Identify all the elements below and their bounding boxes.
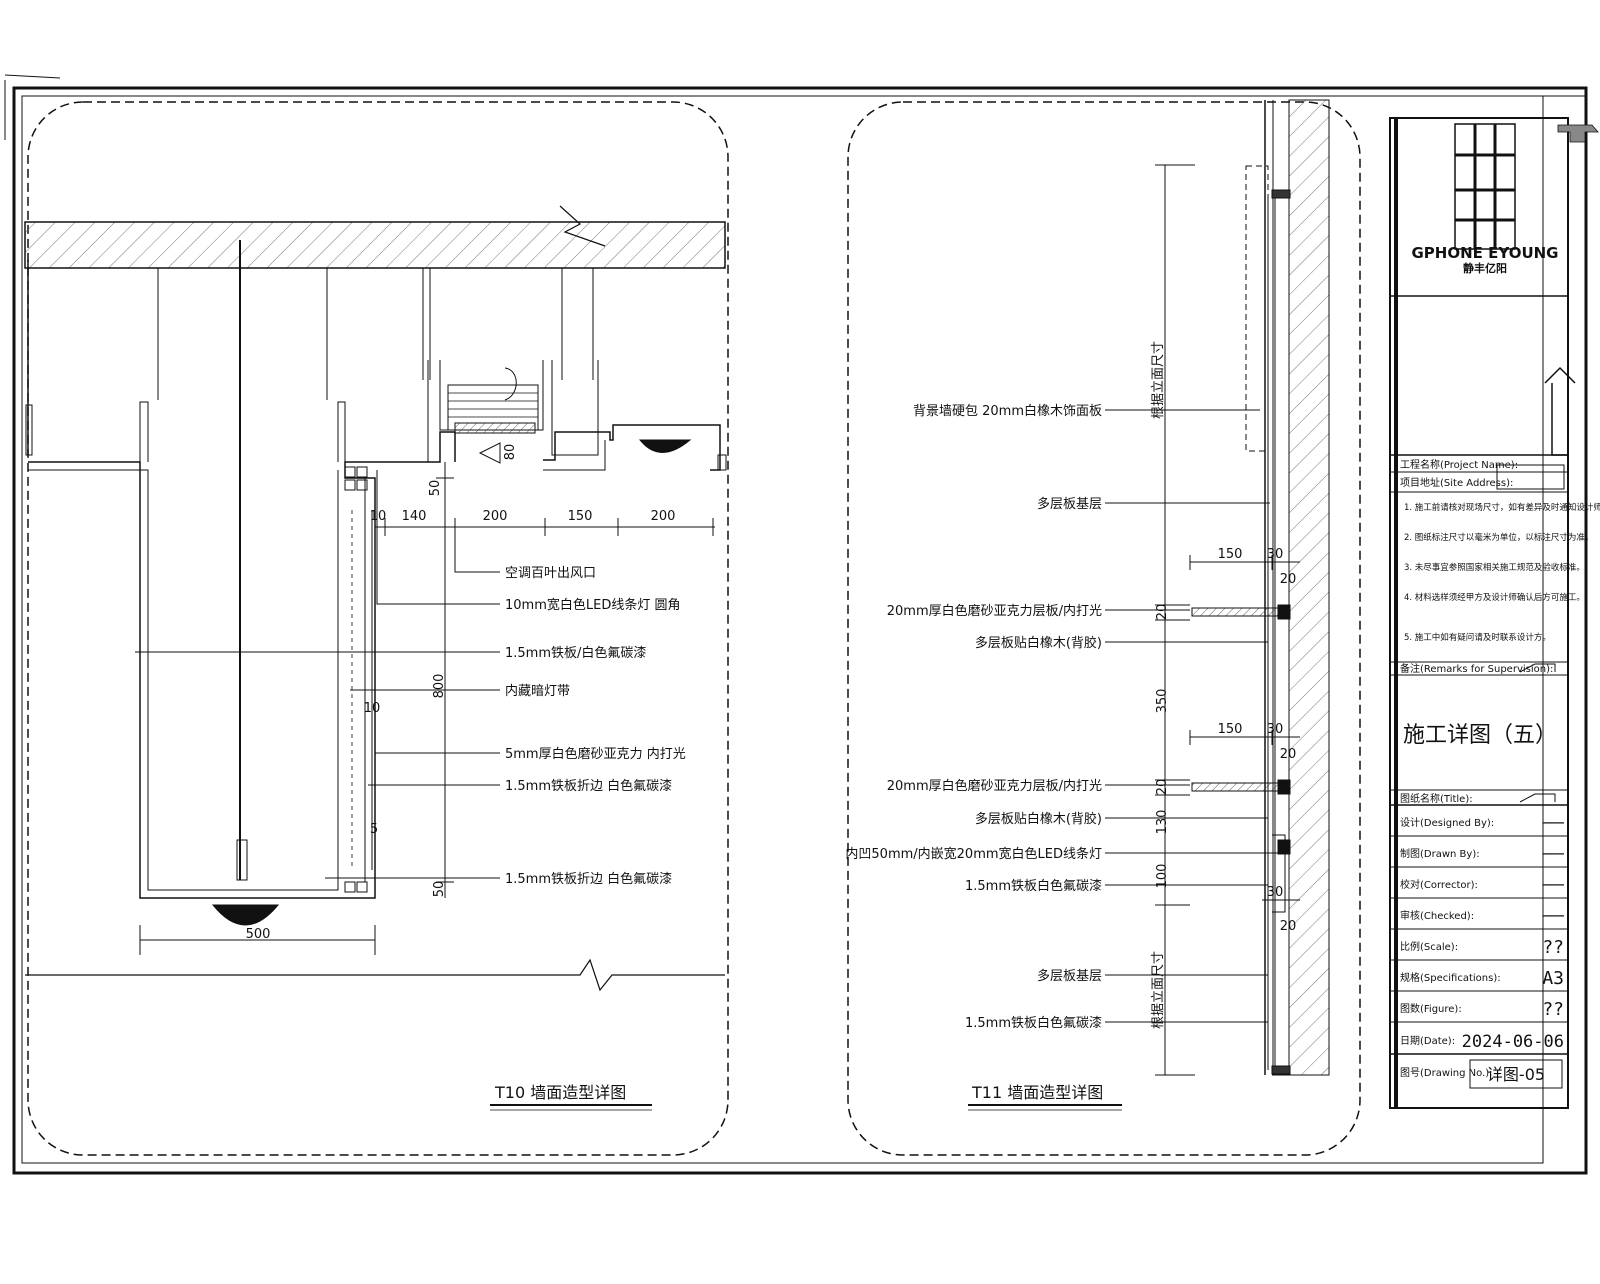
dim-h-30a: 30	[1267, 547, 1284, 562]
dim-vertical-350: 350	[1155, 689, 1170, 714]
remarks-label: 备注(Remarks for Supervision):	[1400, 662, 1553, 675]
dim-side-10: 10	[364, 701, 381, 716]
title-block-text: GPHONE EYOUNG 静丰亿阳 工程名称(Project Name): 项…	[1400, 244, 1600, 1084]
left-annotation: 内藏暗灯带	[505, 683, 570, 699]
dim-vertical-20a: 20	[1155, 604, 1170, 621]
right-annotation: 1.5mm铁板白色氟碳漆	[965, 1015, 1102, 1031]
left-annotation: 空调百叶出风口	[505, 566, 596, 581]
right-annotation: 20mm厚白色磨砂亚克力层板/内打光	[887, 778, 1102, 794]
dim-side-800: 800	[432, 674, 447, 699]
row-value: 2024-06-06	[1462, 1032, 1564, 1052]
left-section-drawing	[24, 205, 727, 1111]
project-name-label: 工程名称(Project Name):	[1400, 458, 1518, 471]
dim-vertical-bottom: 根据立面尺寸	[1151, 951, 1166, 1029]
drawing-name-label: 图纸名称(Title):	[1400, 792, 1473, 805]
dim-top-10: 10	[370, 509, 387, 524]
left-annotation: 5mm厚白色磨砂亚克力 内打光	[505, 746, 686, 762]
right-annotations: 背景墙硬包 20mm白橡木饰面板 多层板基层 20mm厚白色磨砂亚克力层板/内打…	[845, 403, 1103, 1102]
left-annotation: 1.5mm铁板折边 白色氟碳漆	[505, 778, 672, 794]
right-annotation: 多层板基层	[1037, 496, 1102, 512]
dim-h-20b: 20	[1280, 747, 1297, 762]
dim-top-200a: 200	[483, 509, 508, 524]
project-address-label: 项目地址(Site Address):	[1400, 476, 1513, 489]
row-value: ——	[1542, 874, 1564, 895]
logo-cn: 静丰亿阳	[1463, 261, 1507, 275]
dim-side-5: 5	[370, 822, 378, 837]
note-line: 1. 施工前请核对现场尺寸，如有差异及时通知设计师。	[1404, 502, 1600, 513]
row-value: A3	[1542, 968, 1564, 989]
row-value: ——	[1542, 843, 1564, 864]
note-line: 3. 未尽事宜参照国家相关施工规范及验收标准。	[1404, 562, 1585, 573]
left-dimension-labels: 50 10 140 200 150 200 80 800 10 5 50 500	[246, 444, 676, 942]
left-annotation: 1.5mm铁板折边 白色氟碳漆	[505, 871, 672, 887]
left-view-frame	[27, 101, 729, 1156]
dim-vertical-130: 130	[1155, 810, 1170, 835]
note-line: 4. 材料选样须经甲方及设计师确认后方可施工。	[1404, 592, 1585, 603]
right-annotation: 多层板基层	[1037, 968, 1102, 984]
right-annotation: 内凹50mm/内嵌宽20mm宽白色LED线条灯	[845, 846, 1102, 862]
dim-h-20a: 20	[1280, 572, 1297, 587]
drawing-no: 详图-05	[1487, 1065, 1545, 1084]
note-line: 5. 施工中如有疑问请及时联系设计方。	[1404, 632, 1551, 643]
dim-bottom-500: 500	[246, 927, 271, 942]
dim-top-150: 150	[568, 509, 593, 524]
dim-vertical-top: 根据立面尺寸	[1151, 341, 1166, 419]
title-block	[1389, 117, 1599, 1109]
dim-h-20c: 20	[1280, 919, 1297, 934]
right-annotation: 20mm厚白色磨砂亚克力层板/内打光	[887, 603, 1102, 619]
logo-text: GPHONE EYOUNG	[1411, 244, 1558, 262]
left-annotations: 空调百叶出风口 10mm宽白色LED线条灯 圆角 1.5mm铁板/白色氟碳漆 内…	[494, 566, 686, 1102]
row-label: 比例(Scale):	[1400, 940, 1458, 953]
row-value: ——	[1542, 812, 1564, 833]
dim-top-80: 80	[503, 444, 518, 461]
dim-top-50: 50	[428, 480, 443, 497]
row-value: ??	[1542, 999, 1564, 1020]
note-line: 2. 图纸标注尺寸以毫米为单位，以标注尺寸为准。	[1404, 532, 1593, 543]
row-label: 图数(Figure):	[1400, 1002, 1462, 1015]
right-annotation: 多层板贴白橡木(背胶)	[975, 635, 1102, 651]
sheet-border	[4, 74, 1588, 1175]
right-view-title: T11 墙面造型详图	[971, 1083, 1103, 1102]
dim-vertical-20b: 20	[1155, 779, 1170, 796]
row-value: ——	[1542, 905, 1564, 926]
dim-h-30c: 30	[1267, 885, 1284, 900]
right-dimension-labels: 根据立面尺寸 20 350 20 130 100 根据立面尺寸 150 30 2…	[1151, 341, 1296, 1029]
dim-side-50: 50	[432, 881, 447, 898]
right-annotation: 1.5mm铁板白色氟碳漆	[965, 878, 1102, 894]
row-label: 制图(Drawn By):	[1400, 847, 1480, 860]
right-view-frame	[847, 101, 1361, 1156]
row-value: ??	[1542, 937, 1564, 958]
right-annotation: 背景墙硬包 20mm白橡木饰面板	[913, 403, 1102, 419]
drawing-no-label: 图号(Drawing No.):	[1400, 1067, 1493, 1079]
right-annotation: 多层板贴白橡木(背胶)	[975, 811, 1102, 827]
left-view-title: T10 墙面造型详图	[494, 1083, 626, 1102]
right-section-drawing	[968, 99, 1330, 1111]
dim-vertical-100: 100	[1155, 864, 1170, 889]
row-label: 审核(Checked):	[1400, 909, 1474, 922]
dim-top-140: 140	[402, 509, 427, 524]
row-label: 规格(Specifications):	[1400, 971, 1501, 984]
left-annotation: 10mm宽白色LED线条灯 圆角	[505, 597, 680, 613]
dim-h-150b: 150	[1218, 722, 1243, 737]
left-annotation: 1.5mm铁板/白色氟碳漆	[505, 645, 646, 661]
drawing-title: 施工详图（五）	[1403, 723, 1557, 748]
dim-top-200b: 200	[651, 509, 676, 524]
dim-h-30b: 30	[1267, 722, 1284, 737]
row-label: 设计(Designed By):	[1400, 816, 1494, 829]
row-label: 校对(Corrector):	[1400, 878, 1478, 891]
row-label: 日期(Date):	[1400, 1035, 1455, 1047]
dim-h-150a: 150	[1218, 547, 1243, 562]
